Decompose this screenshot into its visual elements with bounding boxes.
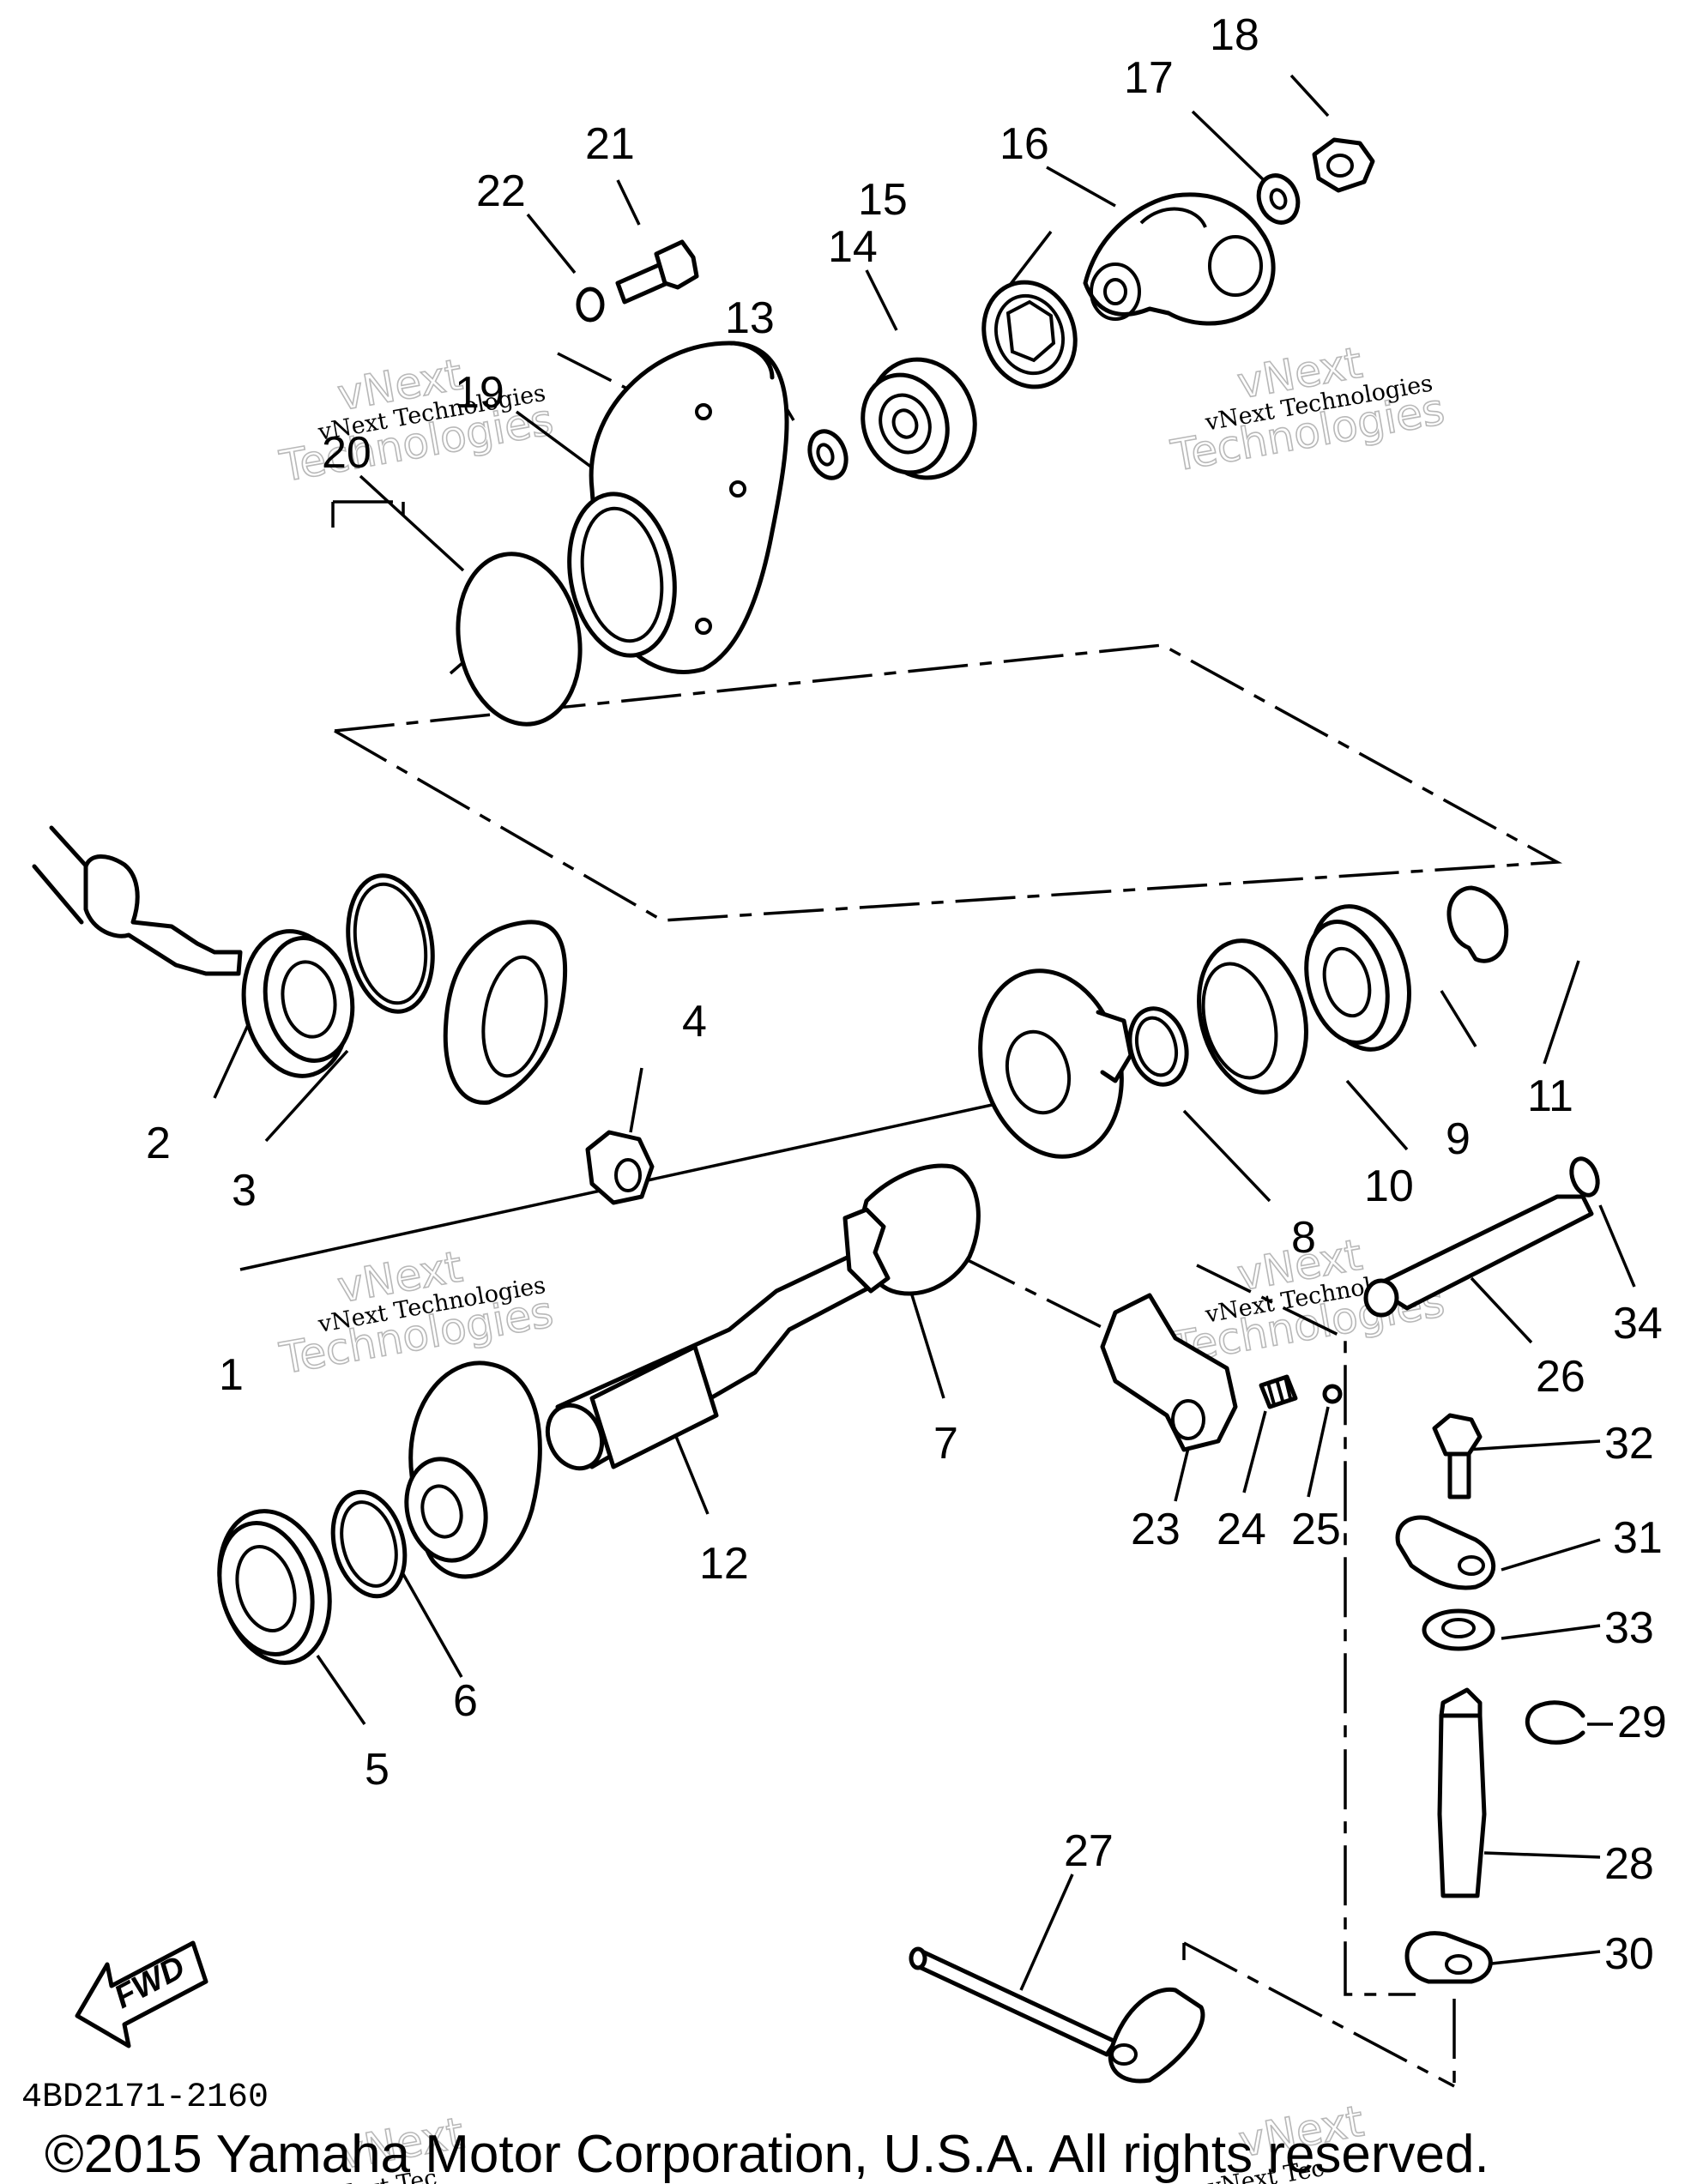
part-19-housing xyxy=(567,341,789,674)
callout-33: 33 xyxy=(1604,1603,1654,1653)
part-15-oil-seal xyxy=(981,280,1078,389)
part-bevel-gear-upper xyxy=(978,968,1133,1159)
part-18-nut xyxy=(1312,137,1375,193)
part-drive-shaft xyxy=(32,825,243,976)
callout-26: 26 xyxy=(1536,1352,1585,1402)
callout-22: 22 xyxy=(476,166,526,216)
part-25-ball xyxy=(1322,1384,1343,1404)
callout-11: 11 xyxy=(1527,1071,1573,1121)
callout-2: 2 xyxy=(146,1119,171,1168)
part-34-o-ring xyxy=(1569,1156,1600,1198)
callout-numbers: 18 17 16 21 22 15 14 13 19 20 4 2 3 11 9… xyxy=(146,10,1667,1979)
callout-12: 12 xyxy=(699,1539,749,1589)
part-bevel-gear-lower xyxy=(404,1360,542,1579)
part-17-washer xyxy=(1256,173,1301,225)
part-27-shift-rod xyxy=(909,1946,1205,2084)
callout-31: 31 xyxy=(1613,1513,1663,1563)
callout-6: 6 xyxy=(453,1676,478,1726)
callout-8: 8 xyxy=(1291,1213,1316,1263)
part-1-bevel-gear xyxy=(443,920,568,1105)
part-20-gasket xyxy=(456,552,583,727)
part-2-bearing xyxy=(241,929,355,1078)
callout-17: 17 xyxy=(1124,53,1174,103)
drawing-code: 4BD2171-2160 xyxy=(21,2078,269,2117)
part-16-yoke xyxy=(1083,192,1276,326)
part-4-nut xyxy=(585,1130,655,1205)
callout-24: 24 xyxy=(1217,1505,1266,1554)
part-6-shim xyxy=(330,1489,408,1599)
callout-10: 10 xyxy=(1364,1161,1414,1211)
part-11-circlip xyxy=(1446,885,1509,963)
callout-21: 21 xyxy=(585,119,635,169)
part-23-shift-fork xyxy=(1100,1293,1238,1452)
part-24-spring xyxy=(1259,1374,1298,1409)
callout-9: 9 xyxy=(1446,1114,1471,1164)
part-31-plate xyxy=(1395,1515,1496,1590)
callout-15: 15 xyxy=(858,175,908,225)
callout-28: 28 xyxy=(1604,1839,1654,1889)
part-22-washer xyxy=(576,287,605,323)
callout-4: 4 xyxy=(682,997,707,1047)
callout-32: 32 xyxy=(1604,1419,1654,1469)
part-5-bearing xyxy=(217,1509,332,1665)
part-32-bolt xyxy=(1432,1413,1483,1499)
callout-18: 18 xyxy=(1210,10,1259,60)
callout-7: 7 xyxy=(933,1419,958,1469)
callout-29: 29 xyxy=(1617,1698,1667,1747)
part-14-bearing xyxy=(861,357,977,480)
part-10-ring xyxy=(1197,938,1308,1095)
callout-20: 20 xyxy=(322,428,371,478)
copyright-notice: ©2015 Yamaha Motor Corporation, U.S.A. A… xyxy=(45,2125,1489,2184)
part-9-bearing xyxy=(1304,904,1412,1052)
callout-1: 1 xyxy=(219,1350,244,1400)
callout-5: 5 xyxy=(365,1745,390,1795)
callout-14: 14 xyxy=(828,222,878,272)
part-3-shim xyxy=(346,873,435,1014)
callout-27: 27 xyxy=(1064,1826,1114,1876)
part-7-clutch-dog xyxy=(842,1163,981,1296)
fwd-arrow-icon: FWD xyxy=(75,1940,208,2048)
callout-25: 25 xyxy=(1291,1505,1341,1554)
part-28-shaft xyxy=(1437,1687,1487,1898)
part-13-washer xyxy=(807,429,848,480)
part-26-shift-shaft xyxy=(1363,1194,1594,1318)
part-29-circlip xyxy=(1525,1700,1585,1745)
callout-16: 16 xyxy=(999,119,1049,169)
callout-13: 13 xyxy=(725,293,775,343)
part-12-pinion-shaft xyxy=(545,1250,873,1471)
part-30-plate xyxy=(1404,1931,1493,1984)
part-8-shim xyxy=(1127,1006,1189,1087)
callout-19: 19 xyxy=(455,368,504,418)
part-21-bolt xyxy=(615,239,699,305)
callout-23: 23 xyxy=(1131,1505,1181,1554)
callout-3: 3 xyxy=(232,1166,257,1216)
callout-30: 30 xyxy=(1604,1929,1654,1979)
part-33-bushing xyxy=(1422,1608,1495,1651)
callout-34: 34 xyxy=(1613,1299,1663,1348)
